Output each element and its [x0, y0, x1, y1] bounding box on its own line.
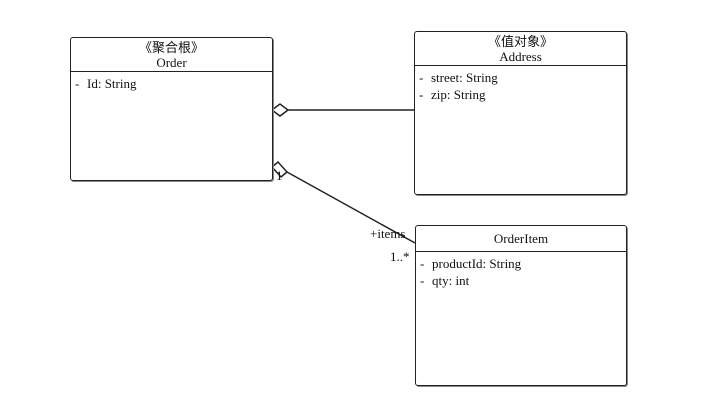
class-order[interactable]: 《聚合根》 Order -Id: String — [70, 37, 273, 181]
role-name-label: +items — [370, 226, 406, 241]
attribute-visibility: - — [420, 273, 425, 288]
class-order-stereotype: 《聚合根》 — [138, 40, 204, 55]
attribute-text: Id: String — [87, 76, 137, 91]
attribute-visibility: - — [419, 70, 424, 85]
attribute-row: -qty: int — [420, 272, 622, 289]
attribute-text: street: String — [431, 70, 498, 85]
composition-diamond — [270, 160, 289, 179]
attribute-text: zip: String — [431, 87, 486, 102]
class-address-name: Address — [499, 49, 542, 64]
class-orderitem-name: OrderItem — [493, 231, 549, 246]
attribute-row: -productId: String — [420, 255, 622, 272]
class-order-name: Order — [156, 55, 187, 70]
class-order-header: 《聚合根》 Order — [71, 38, 272, 72]
class-orderitem[interactable]: OrderItem -productId: String -qty: int — [415, 225, 627, 386]
composition-line — [286, 171, 416, 244]
class-address-header: 《值对象》 Address — [415, 32, 626, 66]
attribute-row: -Id: String — [75, 75, 268, 92]
class-order-attributes: -Id: String — [71, 72, 272, 95]
target-multiplicity-label: 1..* — [390, 249, 410, 264]
class-orderitem-header: OrderItem — [416, 226, 626, 252]
attribute-text: productId: String — [432, 256, 522, 271]
attribute-row: -street: String — [419, 69, 622, 86]
class-address-stereotype: 《值对象》 — [487, 34, 553, 49]
attribute-visibility: - — [420, 256, 425, 271]
class-orderitem-attributes: -productId: String -qty: int — [416, 252, 626, 292]
class-address[interactable]: 《值对象》 Address -street: String -zip: Stri… — [414, 31, 627, 195]
attribute-text: qty: int — [432, 273, 470, 288]
source-multiplicity-label: 1 — [276, 168, 283, 183]
attribute-visibility: - — [419, 87, 424, 102]
attribute-visibility: - — [75, 76, 80, 91]
class-address-attributes: -street: String -zip: String — [415, 66, 626, 106]
aggregation-diamond — [270, 103, 290, 117]
attribute-row: -zip: String — [419, 86, 622, 103]
